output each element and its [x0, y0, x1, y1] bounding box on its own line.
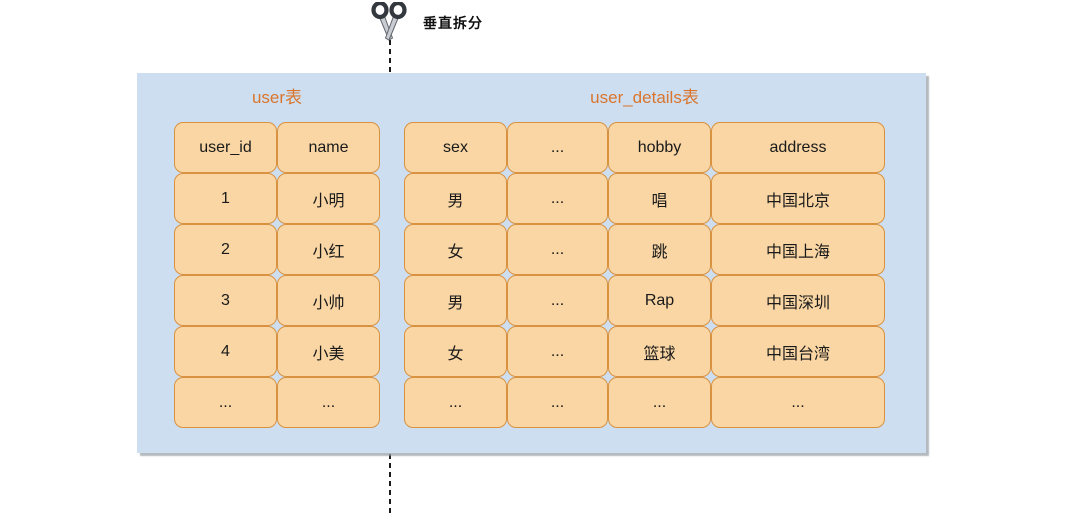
table-cell: ... [608, 377, 711, 428]
table-cell: Rap [608, 275, 711, 326]
scissors-icon [371, 2, 407, 41]
table-cell: 2 [174, 224, 277, 275]
table-cell: ... [711, 377, 885, 428]
table-cell: 1 [174, 173, 277, 224]
split-label: 垂直拆分 [423, 15, 483, 31]
table-cell: ... [507, 377, 608, 428]
table-cell: 男 [404, 173, 507, 224]
table-cell: 男 [404, 275, 507, 326]
table-cell: 唱 [608, 173, 711, 224]
table-cell: 3 [174, 275, 277, 326]
table-cell: 4 [174, 326, 277, 377]
table-cell: 小帅 [277, 275, 380, 326]
user-table-title: user表 [251, 88, 303, 107]
table-cell: 小红 [277, 224, 380, 275]
table-cell: 小美 [277, 326, 380, 377]
table-cell: ... [507, 326, 608, 377]
table-cell: 篮球 [608, 326, 711, 377]
table-cell: ... [507, 224, 608, 275]
column-header-cell: address [711, 122, 885, 173]
table-cell: 跳 [608, 224, 711, 275]
table-cell: 中国深圳 [711, 275, 885, 326]
column-header-cell: user_id [174, 122, 277, 173]
column-header-cell: sex [404, 122, 507, 173]
table-cell: ... [174, 377, 277, 428]
column-header-cell: hobby [608, 122, 711, 173]
table-cell: 中国上海 [711, 224, 885, 275]
column-header-cell: name [277, 122, 380, 173]
column-header-cell: ... [507, 122, 608, 173]
table-cell: 女 [404, 326, 507, 377]
table-cell: ... [404, 377, 507, 428]
table-cell: 小明 [277, 173, 380, 224]
table-cell: 中国台湾 [711, 326, 885, 377]
table-cell: ... [507, 275, 608, 326]
table-cell: 中国北京 [711, 173, 885, 224]
table-cell: ... [507, 173, 608, 224]
user-details-table-title: user_details表 [590, 88, 699, 107]
table-cell: 女 [404, 224, 507, 275]
table-cell: ... [277, 377, 380, 428]
